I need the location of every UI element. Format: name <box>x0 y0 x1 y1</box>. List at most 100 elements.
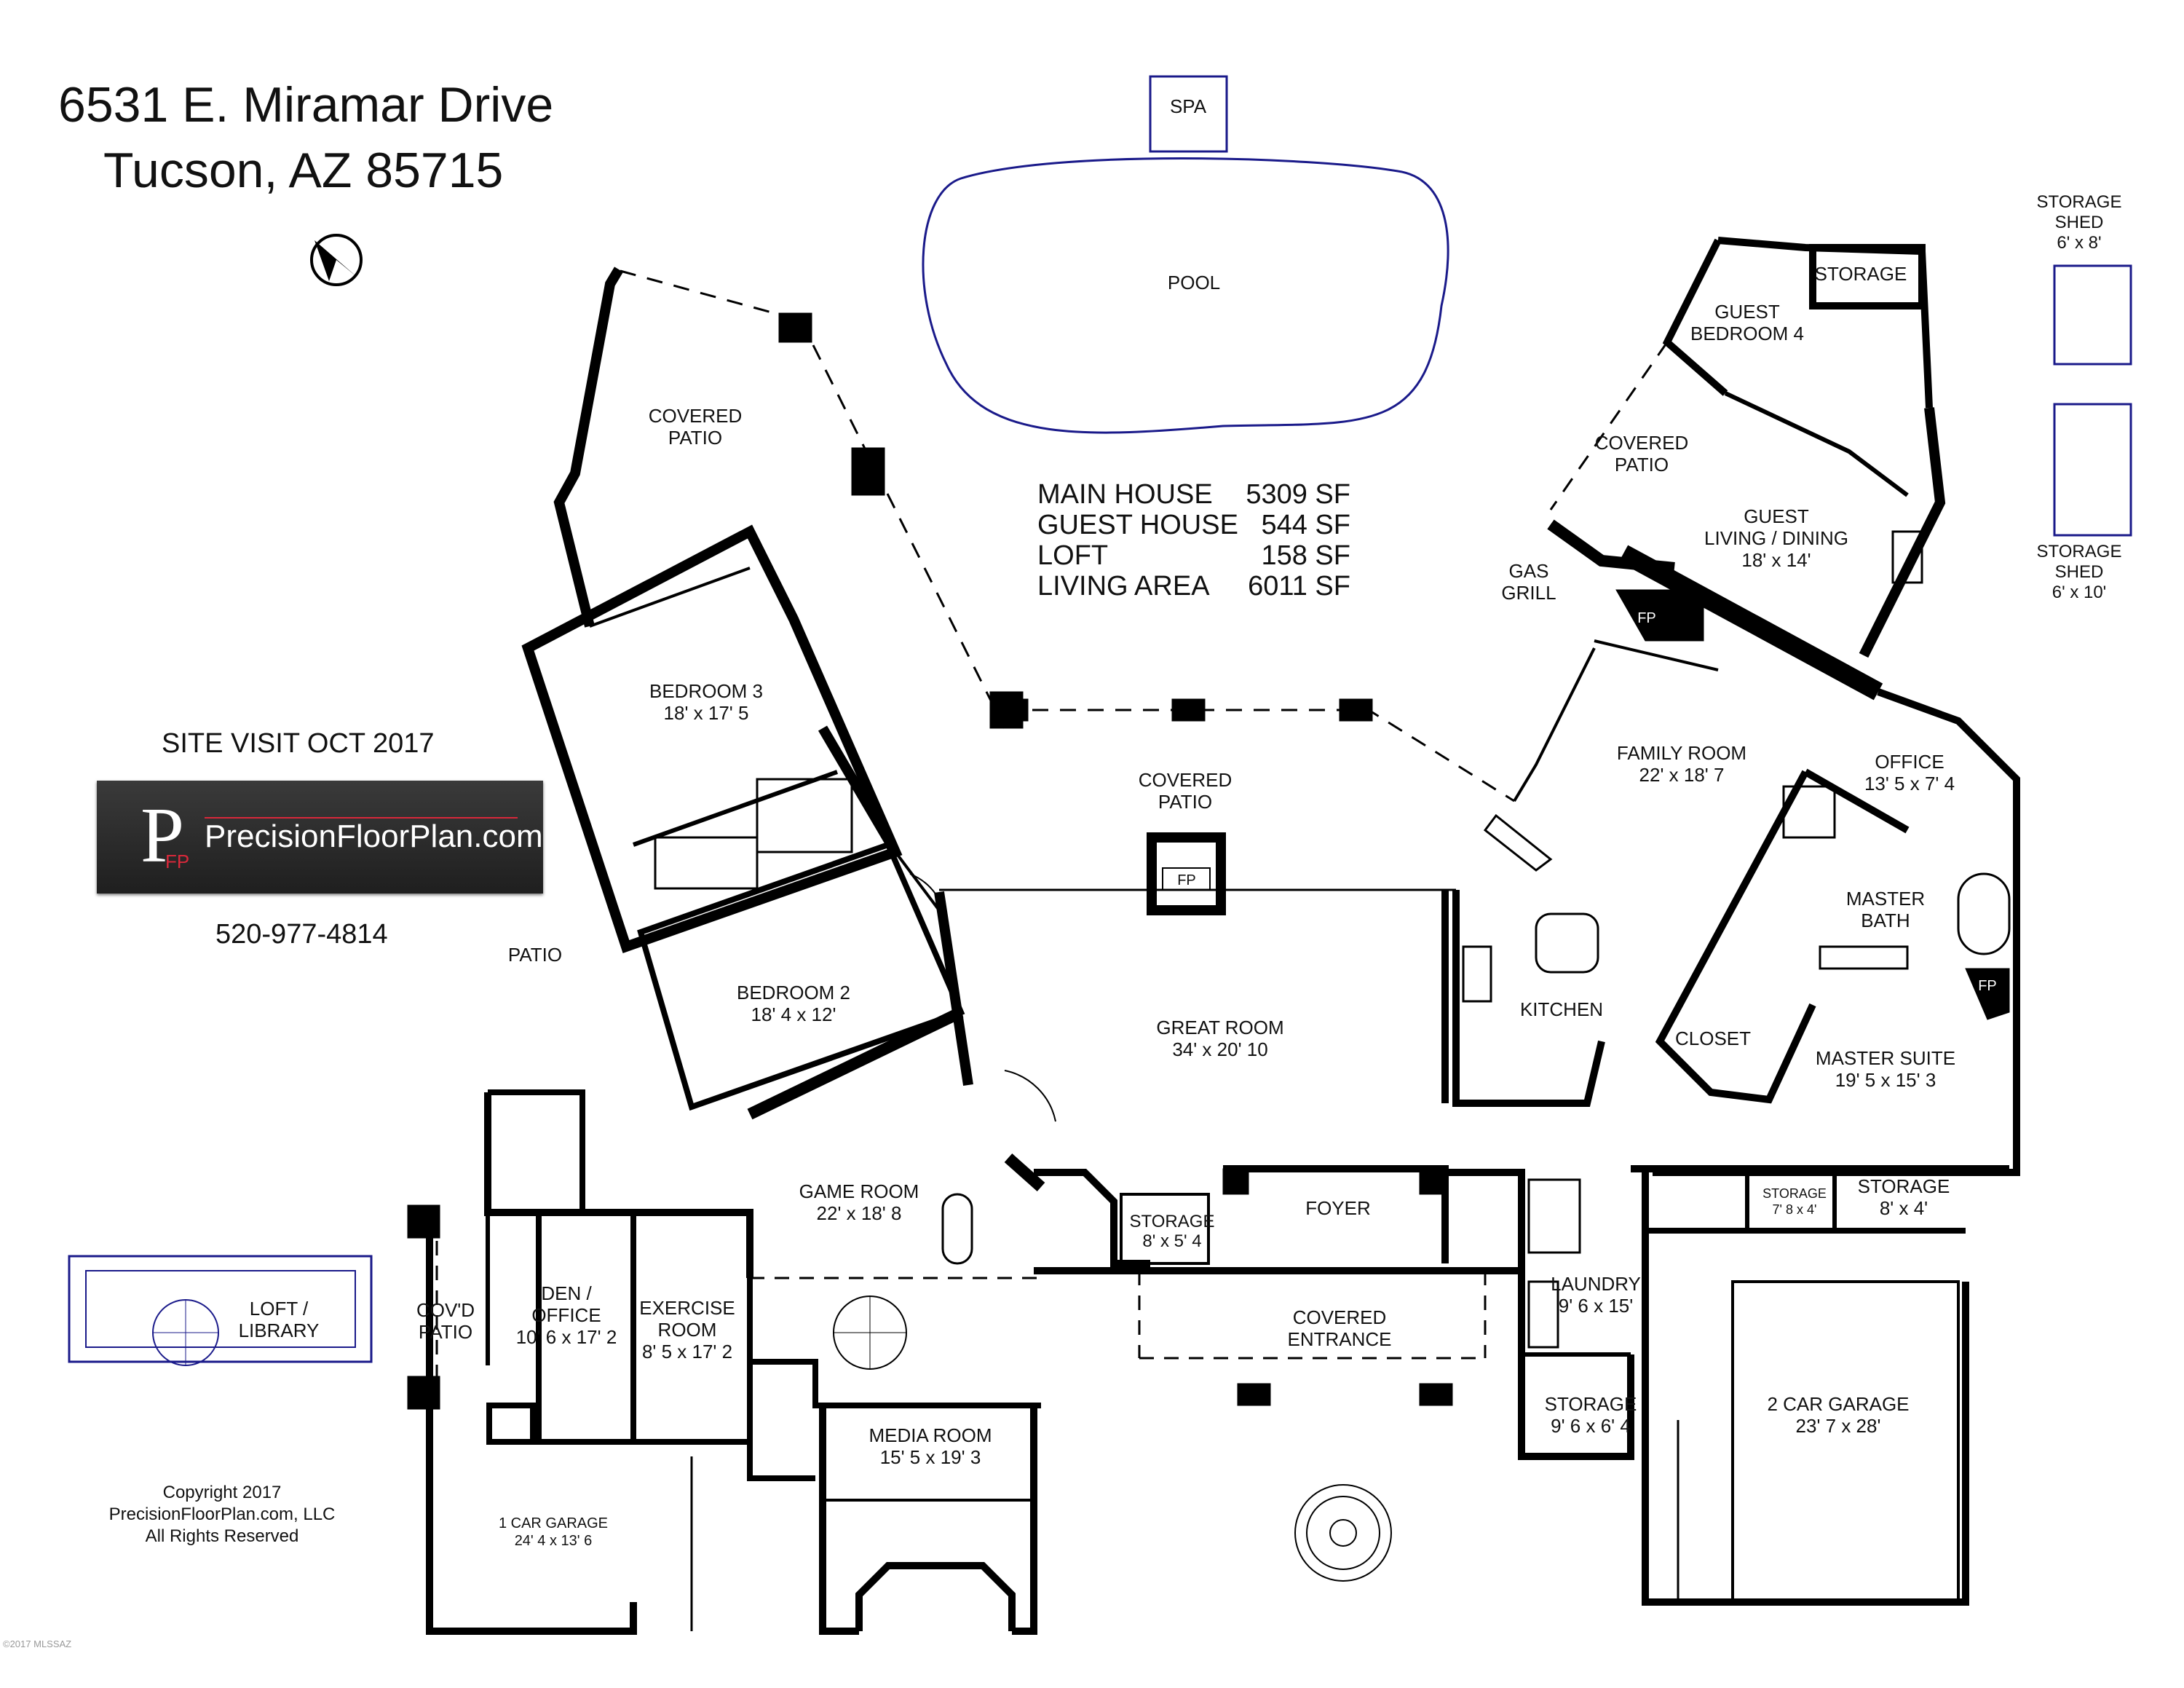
guest-living-label: GUEST <box>1744 505 1809 527</box>
game-room-label: GAME ROOM <box>799 1180 919 1202</box>
exercise-room-label: EXERCISE <box>639 1297 735 1319</box>
master-suite-label: MASTER SUITE <box>1816 1047 1955 1069</box>
pool-outline <box>922 157 1449 434</box>
office-label: OFFICE <box>1875 751 1944 773</box>
den-office-dims: 10' 6 x 17' 2 <box>516 1326 617 1348</box>
storage-laundry-label: STORAGE <box>1545 1393 1637 1415</box>
logo-mark-sub: FP <box>165 851 190 872</box>
storage-laundry-dims: 9' 6 x 6' 4 <box>1551 1415 1631 1437</box>
media-room-label: MEDIA ROOM <box>869 1424 992 1446</box>
storage-shed-2-label: STORAGE <box>2037 542 2122 561</box>
storage-shed-1-outline <box>2053 264 2132 366</box>
covered-patio-ne-label: PATIO <box>1615 454 1669 476</box>
covered-patio-nw-walls <box>553 267 1024 729</box>
great-room-label: GREAT ROOM <box>1156 1017 1283 1038</box>
laundry-dims: 9' 6 x 15' <box>1559 1295 1633 1317</box>
laundry-label: LAUNDRY <box>1551 1273 1641 1295</box>
exercise-room-label: ROOM <box>658 1319 717 1341</box>
office-dims: 13' 5 x 7' 4 <box>1864 773 1955 794</box>
two-car-garage-label: 2 CAR GARAGE <box>1767 1393 1909 1415</box>
covered-patio-center-label: COVERED <box>1139 769 1233 791</box>
master-suite-dims: 19' 5 x 15' 3 <box>1835 1069 1936 1091</box>
gas-grill-label: GAS <box>1509 560 1549 582</box>
loft-library-label: LIBRARY <box>239 1320 320 1341</box>
master-fireplace-label: FP <box>1978 978 1997 994</box>
guest-house-walls <box>1549 237 1946 658</box>
family-room-label: FAMILY ROOM <box>1617 742 1746 764</box>
covered-patio-ne-label: COVERED <box>1595 432 1689 454</box>
one-car-garage-label: 1 CAR GARAGE <box>499 1515 608 1531</box>
storage-shed-1-dims: 6' x 8' <box>2057 233 2101 253</box>
copyright-notice: Copyright 2017 PrecisionFloorPlan.com, L… <box>95 1482 349 1547</box>
family-room-dims: 22' x 18' 7 <box>1639 764 1725 786</box>
loft-library-outline <box>68 1255 373 1366</box>
storage-shed-2-outline <box>2053 403 2132 537</box>
two-car-garage-dims: 23' 7 x 28' <box>1796 1415 1881 1437</box>
spa-label: SPA <box>1170 95 1207 117</box>
exercise-room-dims: 8' 5 x 17' 2 <box>642 1341 732 1362</box>
family-fireplace-label: FP <box>1637 610 1656 626</box>
kitchen-label: KITCHEN <box>1520 998 1603 1020</box>
covered-entrance-label: ENTRANCE <box>1287 1328 1391 1350</box>
pool-label: POOL <box>1168 272 1220 293</box>
mls-watermark: ©2017 MLSSAZ <box>3 1638 72 1649</box>
covered-entrance-label: COVERED <box>1293 1306 1387 1328</box>
covered-patio-nw-label: PATIO <box>668 427 722 449</box>
lower-west-wing-walls <box>407 1089 1041 1635</box>
great-room-walls <box>934 890 1449 1191</box>
game-room-dims: 22' x 18' 8 <box>817 1202 902 1224</box>
bedroom-2-label: BEDROOM 2 <box>737 982 850 1003</box>
guest-living-dims: 18' x 14' <box>1741 549 1811 571</box>
address-line-1: 6531 E. Miramar Drive <box>58 77 554 133</box>
den-office-label: DEN / <box>541 1282 592 1304</box>
bedroom-2-dims: 18' 4 x 12' <box>751 1003 836 1025</box>
storage-shed-2-dims: 6' x 10' <box>2052 583 2107 602</box>
guest-storage-label: STORAGE <box>1815 263 1907 285</box>
one-car-garage-dims: 24' 4 x 13' 6 <box>515 1533 593 1549</box>
kitchen-walls <box>1452 813 1605 1107</box>
bedroom-3-walls <box>521 524 903 953</box>
address-line-2: Tucson, AZ 85715 <box>103 143 504 198</box>
family-room-walls <box>1513 519 1883 802</box>
site-visit-label: SITE VISIT OCT 2017 <box>162 728 435 759</box>
storage-right-label: STORAGE <box>1858 1175 1950 1197</box>
covd-patio-label: COV'D <box>416 1299 475 1321</box>
spa-outline <box>1149 75 1228 153</box>
storage-center-label: STORAGE <box>1130 1212 1215 1231</box>
entry-walls <box>1034 1165 1522 1582</box>
logo-text: PrecisionFloorPlan.com <box>205 819 543 854</box>
great-room-dims: 34' x 20' 10 <box>1172 1038 1267 1060</box>
copyright-line: Copyright 2017 <box>162 1483 282 1502</box>
den-office-label: OFFICE <box>531 1304 601 1326</box>
logo-underline <box>205 817 518 819</box>
guest-bedroom-4-label: GUEST <box>1714 301 1780 323</box>
foyer-label: FOYER <box>1305 1197 1371 1219</box>
covd-patio-label: PATIO <box>419 1321 472 1343</box>
east-service-walls <box>1445 1165 2009 1606</box>
storage-shed-1-label: STORAGE <box>2037 192 2122 212</box>
bedroom-3-label: BEDROOM 3 <box>649 680 763 702</box>
master-bath-label: MASTER <box>1846 888 1925 910</box>
guest-living-label: LIVING / DINING <box>1704 527 1848 549</box>
loft-library-label: LOFT / <box>250 1298 309 1320</box>
copyright-line: All Rights Reserved <box>145 1526 299 1546</box>
phone-number: 520-977-4814 <box>215 919 388 950</box>
guest-bedroom-4-label: BEDROOM 4 <box>1690 323 1804 344</box>
storage-center-dims: 8' x 5' 4 <box>1142 1231 1201 1251</box>
storage-small-label: STORAGE <box>1762 1186 1827 1201</box>
storage-shed-2-label: SHED <box>2055 562 2104 582</box>
bedroom-3-dims: 18' x 17' 5 <box>664 702 749 724</box>
master-bath-label: BATH <box>1861 910 1910 931</box>
covered-patio-nw-label: COVERED <box>649 405 743 427</box>
covered-patio-center-label: PATIO <box>1158 791 1212 813</box>
storage-shed-1-label: SHED <box>2055 213 2104 232</box>
patio-label: PATIO <box>508 944 562 966</box>
patio-fireplace-label: FP <box>1177 872 1196 888</box>
